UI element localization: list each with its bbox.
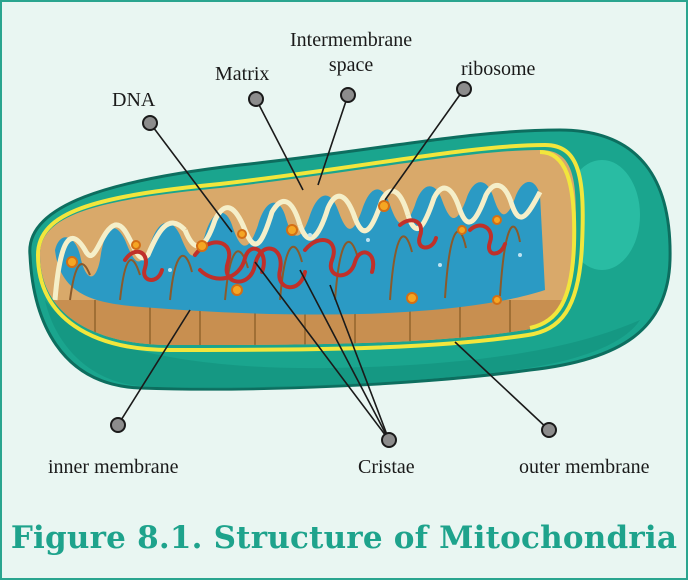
label-intermembrane-line1: Intermembrane (290, 28, 412, 53)
ribosome-marker (457, 82, 471, 96)
label-dna: DNA (112, 90, 155, 110)
label-intermembrane-line2: space (290, 53, 412, 78)
label-outer-membrane: outer membrane (519, 457, 650, 477)
label-ribosome: ribosome (461, 59, 535, 79)
label-inner-membrane: inner membrane (48, 457, 179, 477)
label-intermembrane-space: Intermembrane space (290, 28, 412, 78)
cristae-marker (382, 433, 396, 447)
inner-membrane-marker (111, 418, 125, 432)
label-matrix: Matrix (215, 64, 269, 84)
label-cristae: Cristae (358, 457, 415, 477)
intermembrane-marker (341, 88, 355, 102)
dna-marker (143, 116, 157, 130)
outer-membrane-marker (542, 423, 556, 437)
matrix-marker (249, 92, 263, 106)
figure-caption: Figure 8.1. Structure of Mitochondria (0, 520, 688, 556)
